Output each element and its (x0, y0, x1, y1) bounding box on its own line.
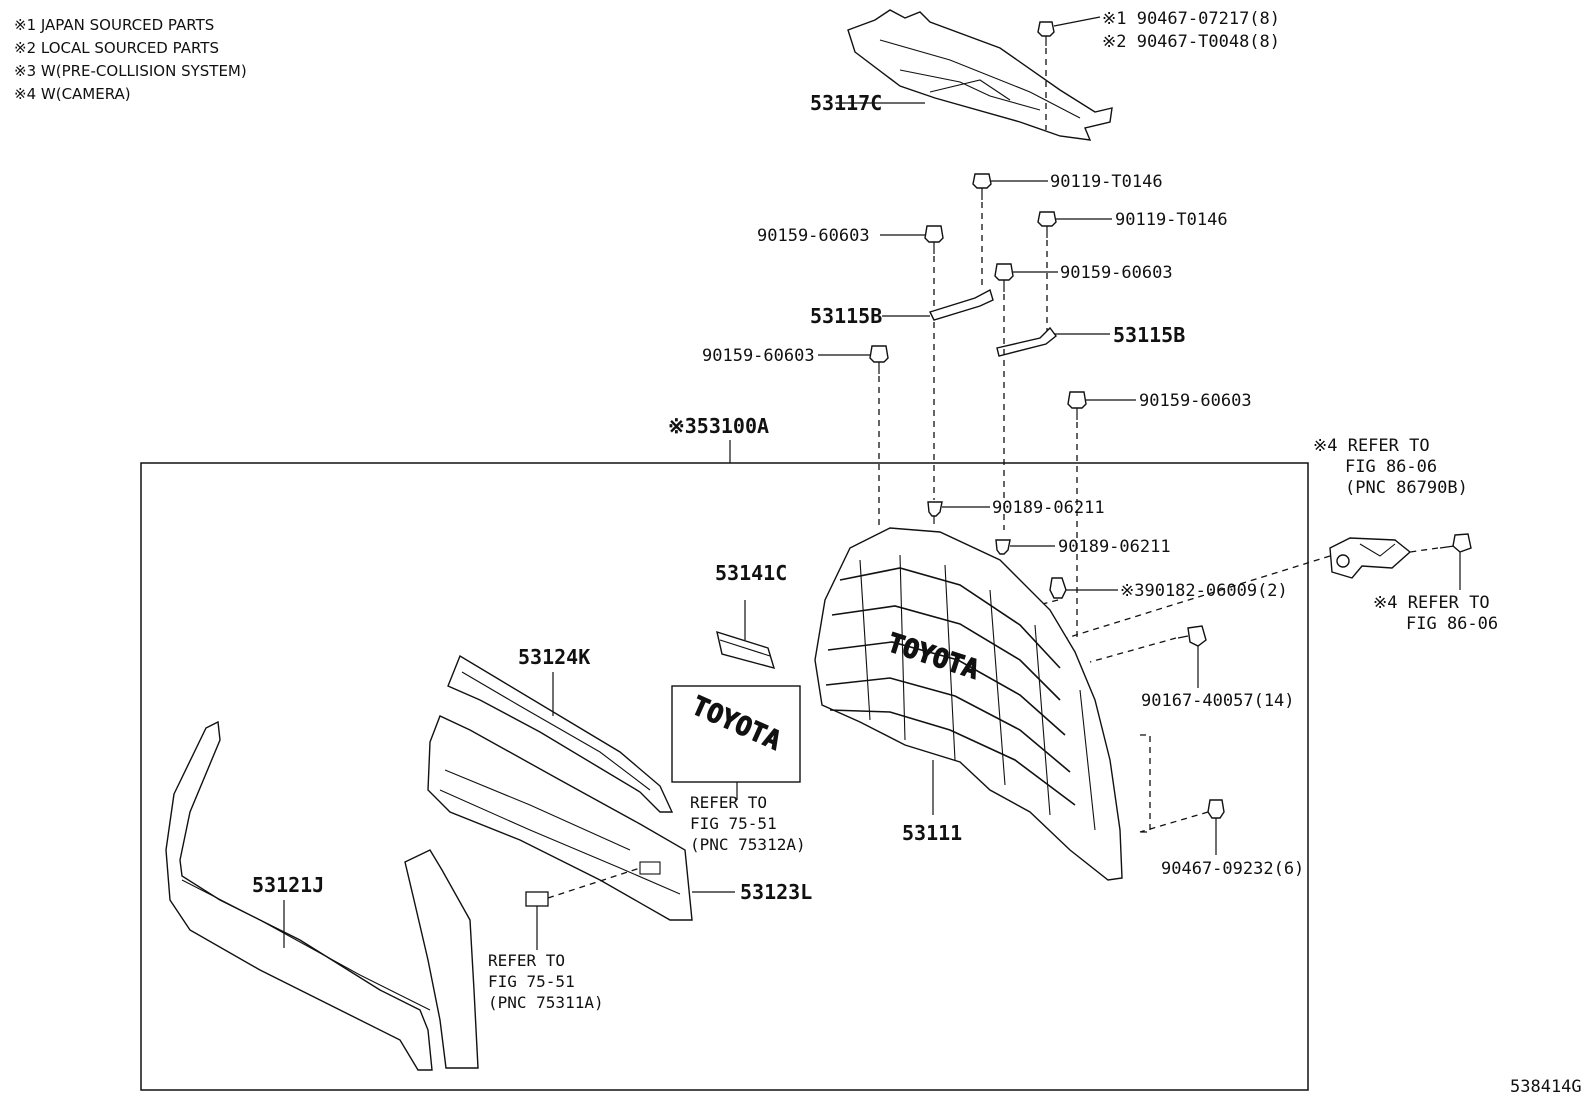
ref-emblem2-line1: REFER TO (488, 951, 565, 970)
label-53141C: 53141C (715, 561, 787, 585)
clip-90189-06211-a-icon (927, 501, 943, 524)
part-53111-grille[interactable]: TOYOTA (814, 527, 1123, 881)
ref-emblem2-line2: FIG 75-51 (488, 972, 575, 991)
label-53123L: 53123L (740, 880, 812, 904)
label-53117C: 53117C (810, 91, 882, 115)
clip-90467-09232-icon (1207, 799, 1225, 819)
label-90189-06211-b: 90189-06211 (1058, 537, 1171, 557)
label-53124K: 53124K (518, 645, 590, 669)
label-90467-T0048: ※2 90467-T0048(8) (1102, 32, 1280, 52)
note-2: ※2 LOCAL SOURCED PARTS (14, 39, 219, 57)
assembly-53100A-frame (140, 462, 1309, 1091)
ref-emblem2-line3: (PNC 75311A) (488, 993, 604, 1012)
legend-notes: ※1 JAPAN SOURCED PARTS ※2 LOCAL SOURCED … (14, 14, 247, 106)
label-53115B-a: 53115B (810, 304, 882, 328)
label-90159-60603-c: 90159-60603 (702, 346, 815, 366)
label-53121J: 53121J (252, 873, 324, 897)
bolt-90159-60603-c-icon (869, 345, 889, 374)
note-4: ※4 W(CAMERA) (14, 85, 131, 103)
bolt-90159-60603-a-icon (924, 225, 944, 254)
camera-module-icon (1329, 537, 1412, 579)
part-53115B-b-bracket[interactable] (996, 326, 1057, 357)
label-90467-07217: ※1 90467-07217(8) (1102, 9, 1280, 29)
figure-id: 538414G (1510, 1077, 1582, 1097)
ref-camera-2-line2: FIG 86-06 (1406, 614, 1498, 634)
camera-bolt-icon (1439, 533, 1472, 553)
label-53115B-b: 53115B (1113, 323, 1185, 347)
ref-camera-2-line1: ※4 REFER TO (1373, 593, 1490, 613)
nut-90182-06009-icon (1049, 577, 1067, 599)
ref-emblem-line1: REFER TO (690, 793, 767, 812)
label-90182-06009: ※390182-06009(2) (1120, 581, 1288, 601)
part-53141C-cover[interactable] (716, 630, 776, 670)
clip-90189-06211-b-icon (995, 539, 1011, 555)
label-53100A: ※353100A (668, 414, 769, 438)
note-1: ※1 JAPAN SOURCED PARTS (14, 16, 215, 34)
label-90119-T0146-a: 90119-T0146 (1050, 172, 1163, 192)
part-53124K-molding[interactable] (447, 654, 674, 813)
ref-camera-1-line3: (PNC 86790B) (1345, 478, 1468, 498)
small-emblem-icon (525, 891, 549, 907)
label-90159-60603-a: 90159-60603 (757, 226, 870, 246)
label-90167-40057: 90167-40057(14) (1141, 691, 1295, 711)
label-90159-60603-d: 90159-60603 (1139, 391, 1252, 411)
clip-90467-07217-icon (1037, 21, 1055, 46)
note-3: ※3 W(PRE-COLLISION SYSTEM) (14, 62, 247, 80)
ref-emblem-line2: FIG 75-51 (690, 814, 777, 833)
label-90189-06211-a: 90189-06211 (992, 498, 1105, 518)
label-90119-T0146-b: 90119-T0146 (1115, 210, 1228, 230)
part-53123L-lower-grille[interactable] (427, 715, 693, 921)
bolt-90159-60603-b-icon (994, 263, 1014, 292)
screw-90167-40057-icon (1177, 625, 1207, 647)
label-53111: 53111 (902, 821, 962, 845)
part-53117C-undercover[interactable] (847, 9, 1113, 141)
bolt-90159-60603-d-icon (1067, 391, 1087, 420)
ref-emblem-line3: (PNC 75312A) (690, 835, 806, 854)
ref-camera-1-line1: ※4 REFER TO (1313, 436, 1430, 456)
bolt-90119-T0146-b-icon (1037, 211, 1057, 238)
label-90159-60603-b: 90159-60603 (1060, 263, 1173, 283)
part-53115B-a-bracket[interactable] (929, 288, 994, 321)
emblem-box (671, 685, 801, 783)
bolt-90119-T0146-a-icon (972, 173, 992, 200)
label-90467-09232: 90467-09232(6) (1161, 859, 1304, 879)
ref-camera-1-line2: FIG 86-06 (1345, 457, 1437, 477)
part-53121J-bezel[interactable] (165, 720, 479, 1071)
